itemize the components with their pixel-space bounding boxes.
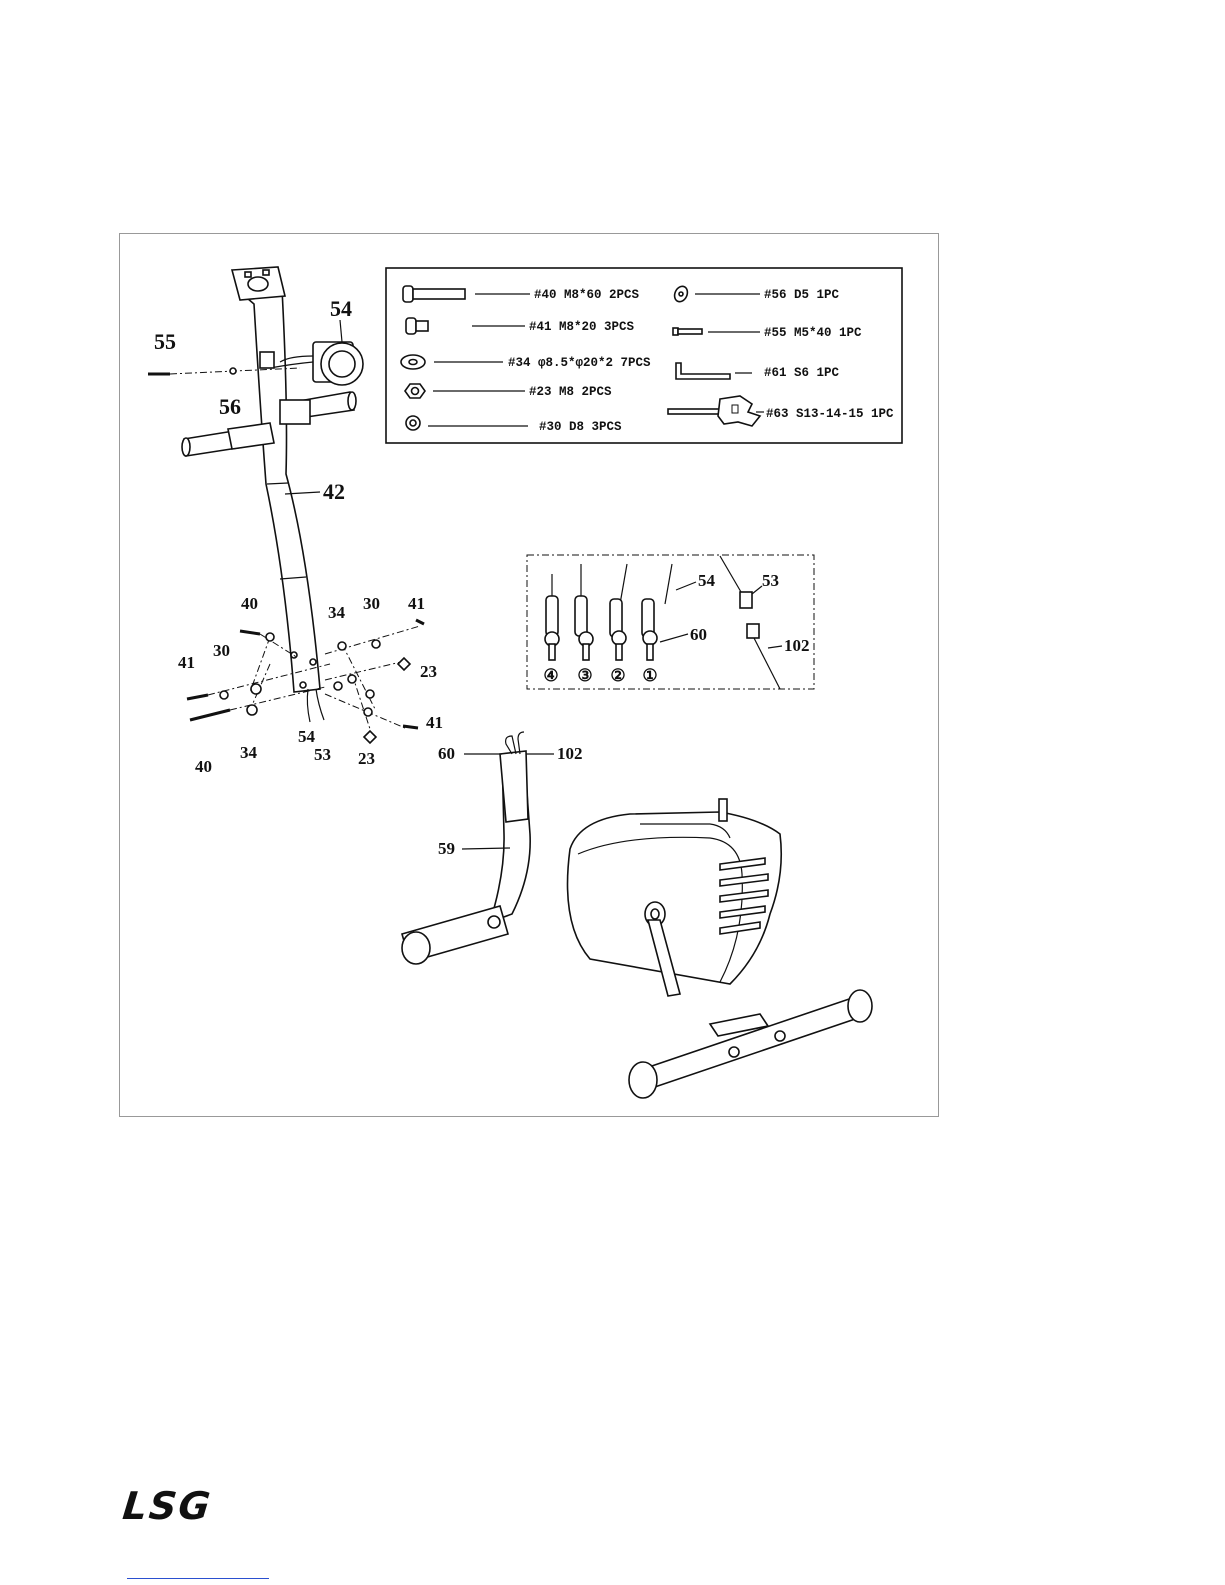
bolt-m8x20-icon — [406, 318, 428, 334]
lock-washer-icon — [406, 416, 420, 430]
callout-40-bottom: 40 — [195, 757, 212, 776]
detail-callout-102: 102 — [784, 636, 810, 655]
hardware-item-30: #30 D8 3PCS — [539, 420, 622, 434]
callout-40-top: 40 — [241, 594, 258, 613]
callout-60-main: 60 — [438, 744, 455, 763]
hardware-item-34: #34 φ8.5*φ20*2 7PCS — [508, 356, 651, 370]
cable-step-1 — [642, 564, 672, 660]
callout-41-right: 41 — [426, 713, 443, 732]
callout-41-top: 41 — [408, 594, 425, 613]
detail-callout-54: 54 — [698, 571, 716, 590]
hardware-item-41: #41 M8*20 3PCS — [529, 320, 635, 334]
hardware-item-55: #55 M5*40 1PC — [764, 326, 862, 340]
assembly-diagram-frame: #40 M8*60 2PCS #41 M8*20 3PCS #34 φ8.5*φ… — [119, 233, 939, 1117]
callout-55: 55 — [154, 329, 176, 354]
hardware-item-63: #63 S13-14-15 1PC — [766, 407, 894, 421]
hardware-item-56: #56 D5 1PC — [764, 288, 840, 302]
step-label-2: ② — [610, 666, 625, 685]
brand-logo: LSG — [121, 1484, 214, 1528]
cable-step-3 — [575, 564, 593, 660]
callout-102-main: 102 — [557, 744, 583, 763]
hardware-item-23: #23 M8 2PCS — [529, 385, 612, 399]
callout-56: 56 — [219, 394, 241, 419]
assembly-diagram: #40 M8*60 2PCS #41 M8*20 3PCS #34 φ8.5*φ… — [120, 234, 940, 1118]
callout-54-bottom: 54 — [298, 727, 316, 746]
callout-41-left: 41 — [178, 653, 195, 672]
callout-30-left: 30 — [213, 641, 230, 660]
callout-42: 42 — [323, 479, 345, 504]
hardware-item-61: #61 S6 1PC — [764, 366, 840, 380]
callout-59: 59 — [438, 839, 455, 858]
bolt-m8x60-icon — [403, 286, 465, 302]
main-frame — [402, 732, 872, 1098]
step-label-4: ④ — [543, 666, 558, 685]
step-label-3: ③ — [577, 666, 592, 685]
detail-callout-53: 53 — [762, 571, 779, 590]
callout-23-bottom: 23 — [358, 749, 375, 768]
callout-54: 54 — [330, 296, 352, 321]
hardware-item-40: #40 M8*60 2PCS — [534, 288, 640, 302]
cable-detail-box: ④ ③ ② ① 54 60 53 102 — [527, 555, 814, 689]
washer-icon — [401, 355, 425, 369]
step-label-1: ① — [642, 666, 657, 685]
nut-icon — [405, 384, 425, 398]
callout-53-bottom: 53 — [314, 745, 331, 764]
callout-34-bottom: 34 — [240, 743, 258, 762]
callout-23-right: 23 — [420, 662, 437, 681]
cable-step-4 — [545, 574, 559, 660]
callout-34-top: 34 — [328, 603, 346, 622]
detail-callout-60: 60 — [690, 625, 707, 644]
callout-30-top: 30 — [363, 594, 380, 613]
screw-m5x40-icon — [673, 328, 702, 335]
footer-link-line — [127, 1578, 269, 1579]
cable-step-2 — [610, 564, 627, 660]
hardware-box: #40 M8*60 2PCS #41 M8*20 3PCS #34 φ8.5*φ… — [386, 268, 902, 443]
